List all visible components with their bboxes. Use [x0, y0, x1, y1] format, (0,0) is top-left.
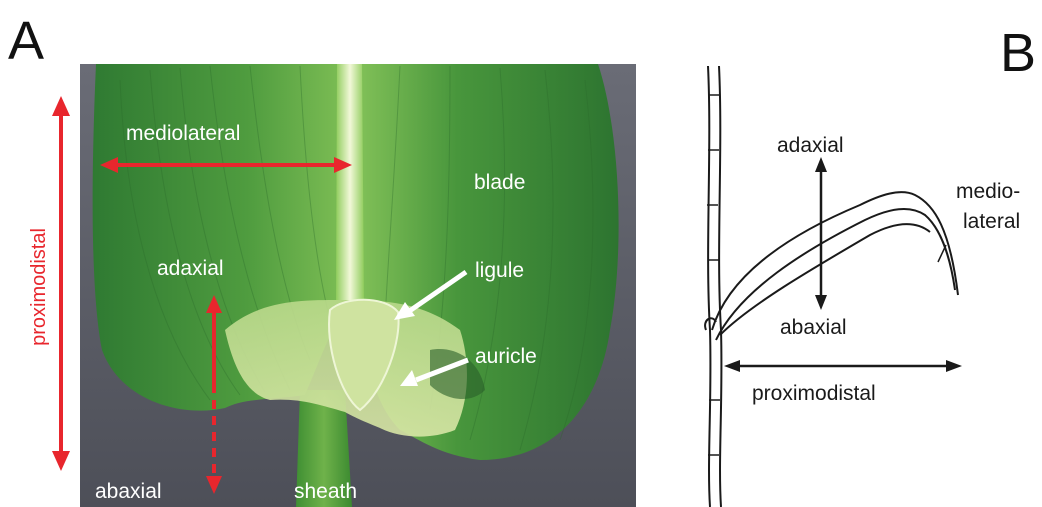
label-b-proximodistal: proximodistal: [752, 382, 876, 405]
label-a-adaxial: adaxial: [157, 257, 224, 280]
stem-outline-left: [708, 66, 710, 507]
label-a-ligule: ligule: [475, 259, 524, 282]
leaf-cross-section-tick: [938, 245, 946, 262]
label-a-proximodistal: proximodistal: [28, 228, 50, 346]
label-b-lateral: lateral: [963, 210, 1020, 233]
label-a-sheath: sheath: [294, 480, 357, 503]
label-b-medio: medio-: [956, 180, 1020, 203]
proximodistal-axis-arrow-a: [52, 96, 70, 471]
label-b-abaxial: abaxial: [780, 316, 847, 339]
proximodistal-axis-arrow-b: [724, 360, 962, 372]
adaxial-abaxial-axis-arrow-b: [815, 157, 827, 310]
label-a-abaxial: abaxial: [95, 480, 162, 503]
label-a-mediolateral: mediolateral: [126, 122, 240, 145]
leaf-midrib: [336, 64, 364, 300]
label-b-adaxial: adaxial: [777, 134, 844, 157]
label-a-blade: blade: [474, 171, 525, 194]
stem-outline-right: [719, 66, 721, 507]
label-a-auricle: auricle: [475, 345, 537, 368]
panel-b-drawing: [705, 66, 958, 507]
